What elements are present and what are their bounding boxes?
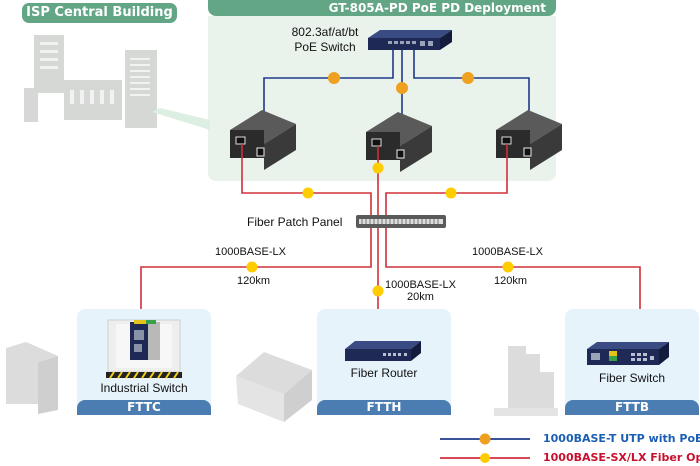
site-fttb: Fiber Switch FTTB <box>565 309 699 415</box>
fiber-badge-converter-center <box>372 162 384 174</box>
poe-switch-icon[interactable] <box>368 30 452 50</box>
poe-switch-label: 802.3af/at/bt PoE Switch <box>289 25 361 55</box>
industrial-switch-icon[interactable] <box>104 314 184 380</box>
fiber-switch-icon[interactable] <box>587 341 671 369</box>
site-fttc: Industrial Switch FTTC <box>77 309 211 415</box>
media-converter-right[interactable] <box>496 110 562 170</box>
poe-switch-label-name: PoE Switch <box>294 40 356 54</box>
fiber-switch-label: Fiber Switch <box>598 371 666 385</box>
house-icon <box>236 352 312 422</box>
legend-fiber-label: 1000BASE-SX/LX Fiber Optic <box>543 451 700 464</box>
fiber-patch-panel-label: Fiber Patch Panel <box>247 215 343 229</box>
fttc-link-distance: 120km <box>237 275 271 287</box>
isp-central-building-title: ISP Central Building <box>22 3 177 23</box>
fiber-badge-ftth <box>372 285 384 297</box>
fttb-link-distance: 120km <box>494 275 528 287</box>
fiber-badge-fttb <box>502 261 514 273</box>
street-cabinet-icon <box>6 342 58 414</box>
deployment-title: GT-805A-PD PoE PD Deployment <box>208 0 556 16</box>
fiber-router-label: Fiber Router <box>350 366 418 380</box>
fttc-link-type: 1000BASE-LX <box>215 246 286 258</box>
poe-badge-center <box>396 82 408 94</box>
legend: 1000BASE-T UTP with PoE 1000BASE-SX/LX F… <box>440 432 700 466</box>
ftth-label: FTTH <box>317 400 451 415</box>
isp-building-icon <box>24 35 157 128</box>
fiber-router-icon[interactable] <box>345 339 425 365</box>
ftth-link-type: 1000BASE-LX <box>385 279 456 291</box>
fttb-link-type: 1000BASE-LX <box>472 246 543 258</box>
fiber-link-fttc <box>140 228 372 316</box>
site-ftth: Fiber Router FTTH <box>317 309 451 415</box>
legend-fiber-badge-icon <box>480 453 490 463</box>
fiber-badge-fttc <box>246 261 258 273</box>
fttc-label: FTTC <box>77 400 211 415</box>
legend-poe-badge-icon <box>479 433 491 445</box>
media-converter-left[interactable] <box>230 110 296 170</box>
industrial-switch-label: Industrial Switch <box>100 381 188 395</box>
poe-badge-right <box>462 72 474 84</box>
poe-switch-label-standard: 802.3af/at/bt <box>291 25 359 39</box>
isp-callout <box>152 108 210 130</box>
legend-utp-label: 1000BASE-T UTP with PoE <box>543 432 700 445</box>
poe-badge-left <box>328 72 340 84</box>
fttb-label: FTTB <box>565 400 699 415</box>
office-building-icon <box>494 346 558 416</box>
ftth-link-distance: 20km <box>407 291 434 303</box>
fiber-badge-converter-right <box>445 187 457 199</box>
fiber-patch-panel-icon[interactable] <box>356 215 446 228</box>
media-converter-center[interactable] <box>366 112 432 172</box>
fiber-badge-converter-left <box>302 187 314 199</box>
